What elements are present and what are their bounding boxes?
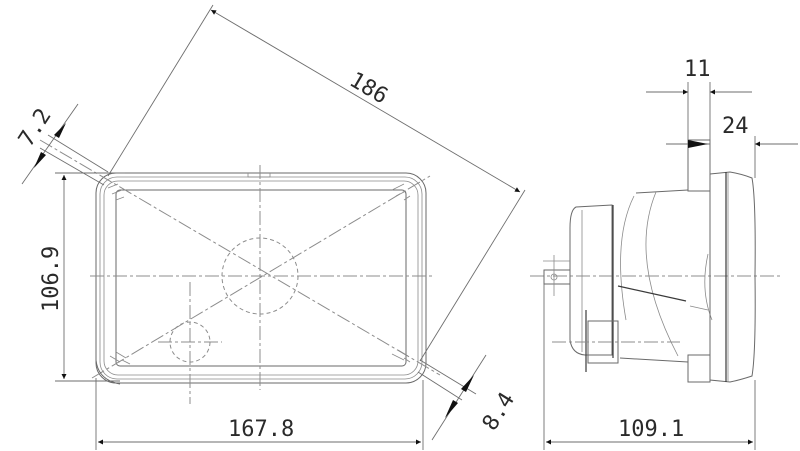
corner-mark-br — [391, 349, 411, 363]
reflector-arc-3 — [704, 253, 713, 321]
dim-text-8-4: 8.4 — [478, 388, 520, 435]
reflector-diagonal — [617, 285, 687, 302]
ext-line-7-2-b — [39, 147, 105, 186]
side-view: 11 24 109.1 — [530, 57, 798, 450]
dim-line-8-4 — [431, 354, 487, 441]
housing-outer-outline — [95, 172, 427, 384]
corner-arc-bl — [95, 359, 121, 385]
arrow-7-2-a — [54, 123, 66, 138]
lens-body — [709, 171, 756, 383]
corner-mark-tl — [107, 183, 125, 201]
reflector-lower-edge — [619, 357, 689, 363]
reflector-line-2 — [689, 305, 709, 311]
arrow-8-4-b — [445, 400, 458, 418]
dim-text-11: 11 — [684, 57, 711, 82]
housing-third-outline — [103, 180, 419, 376]
reflector-curve-1 — [620, 195, 635, 321]
arrow-24-a — [688, 140, 708, 148]
reflector-upper-edge — [635, 189, 689, 194]
ext-line-8-4-b — [417, 371, 463, 401]
arrow-8-4-a — [461, 375, 474, 392]
ext-line-186-b — [419, 189, 526, 362]
arrow-7-2-b — [34, 152, 46, 168]
front-view: 186 7.2 106.9 167.8 8.4 — [14, 4, 526, 450]
reflector-curve-2 — [645, 191, 679, 357]
dim-text-106-9: 106.9 — [39, 246, 64, 312]
dim-text-109-1: 109.1 — [618, 417, 684, 442]
connector-terminal — [543, 269, 571, 285]
dim-text-24: 24 — [722, 114, 749, 139]
dim-text-167-8: 167.8 — [228, 417, 294, 442]
ext-line-7-2-a — [47, 134, 109, 173]
mounting-flange-bottom — [687, 354, 711, 383]
top-tab — [247, 173, 271, 178]
dim-line-7-2 — [21, 103, 79, 185]
corner-mark-bl — [109, 351, 131, 365]
mounting-flange-top — [687, 139, 711, 192]
lens-inner-outline — [115, 189, 407, 367]
ext-line-8-4-a — [419, 359, 477, 395]
diagonal-centerline-1 — [39, 139, 441, 376]
main-bulb-circle — [221, 237, 299, 315]
dim-line-186 — [210, 9, 521, 193]
bulb-holder-body — [569, 204, 613, 356]
diagonal-centerline-2 — [91, 175, 431, 379]
ext-line-186-a — [107, 4, 214, 177]
housing-second-outline — [99, 176, 423, 380]
